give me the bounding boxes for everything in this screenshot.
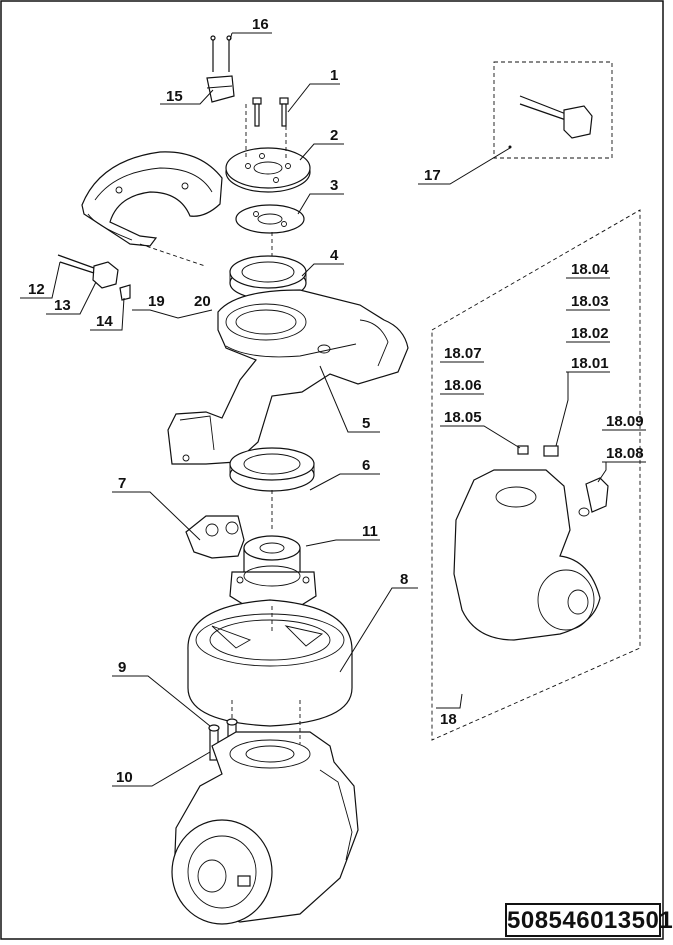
callout-8: 8 — [400, 571, 408, 588]
part-hub — [229, 535, 317, 608]
part-6-bearing — [229, 447, 315, 492]
callout-1: 1 — [330, 67, 338, 84]
callout-11: 11 — [362, 523, 378, 540]
callout-18-09: 18.09 — [606, 413, 644, 430]
part-13-sensor — [57, 254, 131, 301]
guide-lines — [139, 104, 301, 744]
part-3-gasket — [235, 204, 305, 234]
part-14-bracket — [119, 284, 131, 301]
drive-motor — [171, 731, 359, 925]
callout-6: 6 — [362, 457, 370, 474]
callout-18-01: 18.01 — [571, 355, 609, 372]
callout-leaders — [20, 32, 646, 787]
part-16-screws — [210, 35, 232, 72]
callout-18-07: 18.07 — [444, 345, 482, 362]
callout-10: 10 — [116, 769, 133, 786]
callout-5: 5 — [362, 415, 370, 432]
callout-4: 4 — [330, 247, 339, 264]
part-1-bolts — [252, 97, 289, 127]
drawing-number: 508546013501 — [507, 907, 673, 934]
callout-18-05: 18.05 — [444, 409, 482, 426]
part-7-bracket — [185, 515, 245, 559]
callout-labels: 16 15 1 2 3 4 5 6 7 11 8 9 10 12 13 14 1… — [28, 16, 644, 786]
callout-18-04: 18.04 — [571, 261, 609, 278]
callout-18: 18 — [440, 711, 457, 728]
callout-16: 16 — [252, 16, 269, 33]
callout-20: 20 — [194, 293, 211, 310]
drawing-number-box: 508546013501 — [505, 903, 673, 937]
callout-17: 17 — [424, 167, 441, 184]
callout-3: 3 — [330, 177, 338, 194]
callout-14: 14 — [96, 313, 113, 330]
callout-9: 9 — [118, 659, 126, 676]
part-2-top-plate — [225, 147, 311, 193]
callout-18-03: 18.03 — [571, 293, 609, 310]
part-18-group — [431, 209, 641, 741]
callout-7: 7 — [118, 475, 126, 492]
part-17-box — [493, 61, 613, 159]
part-8-tyre — [187, 599, 353, 727]
callout-18-02: 18.02 — [571, 325, 609, 342]
callout-19: 19 — [148, 293, 165, 310]
part-15-clamp — [206, 75, 235, 103]
callout-15: 15 — [166, 88, 183, 105]
part-20-cover — [81, 151, 223, 247]
callout-13: 13 — [54, 297, 71, 314]
callout-2: 2 — [330, 127, 338, 144]
part-5-steering-housing — [167, 289, 409, 465]
callout-18-06: 18.06 — [444, 377, 482, 394]
callout-18-08: 18.08 — [606, 445, 644, 462]
callout-12: 12 — [28, 281, 45, 298]
